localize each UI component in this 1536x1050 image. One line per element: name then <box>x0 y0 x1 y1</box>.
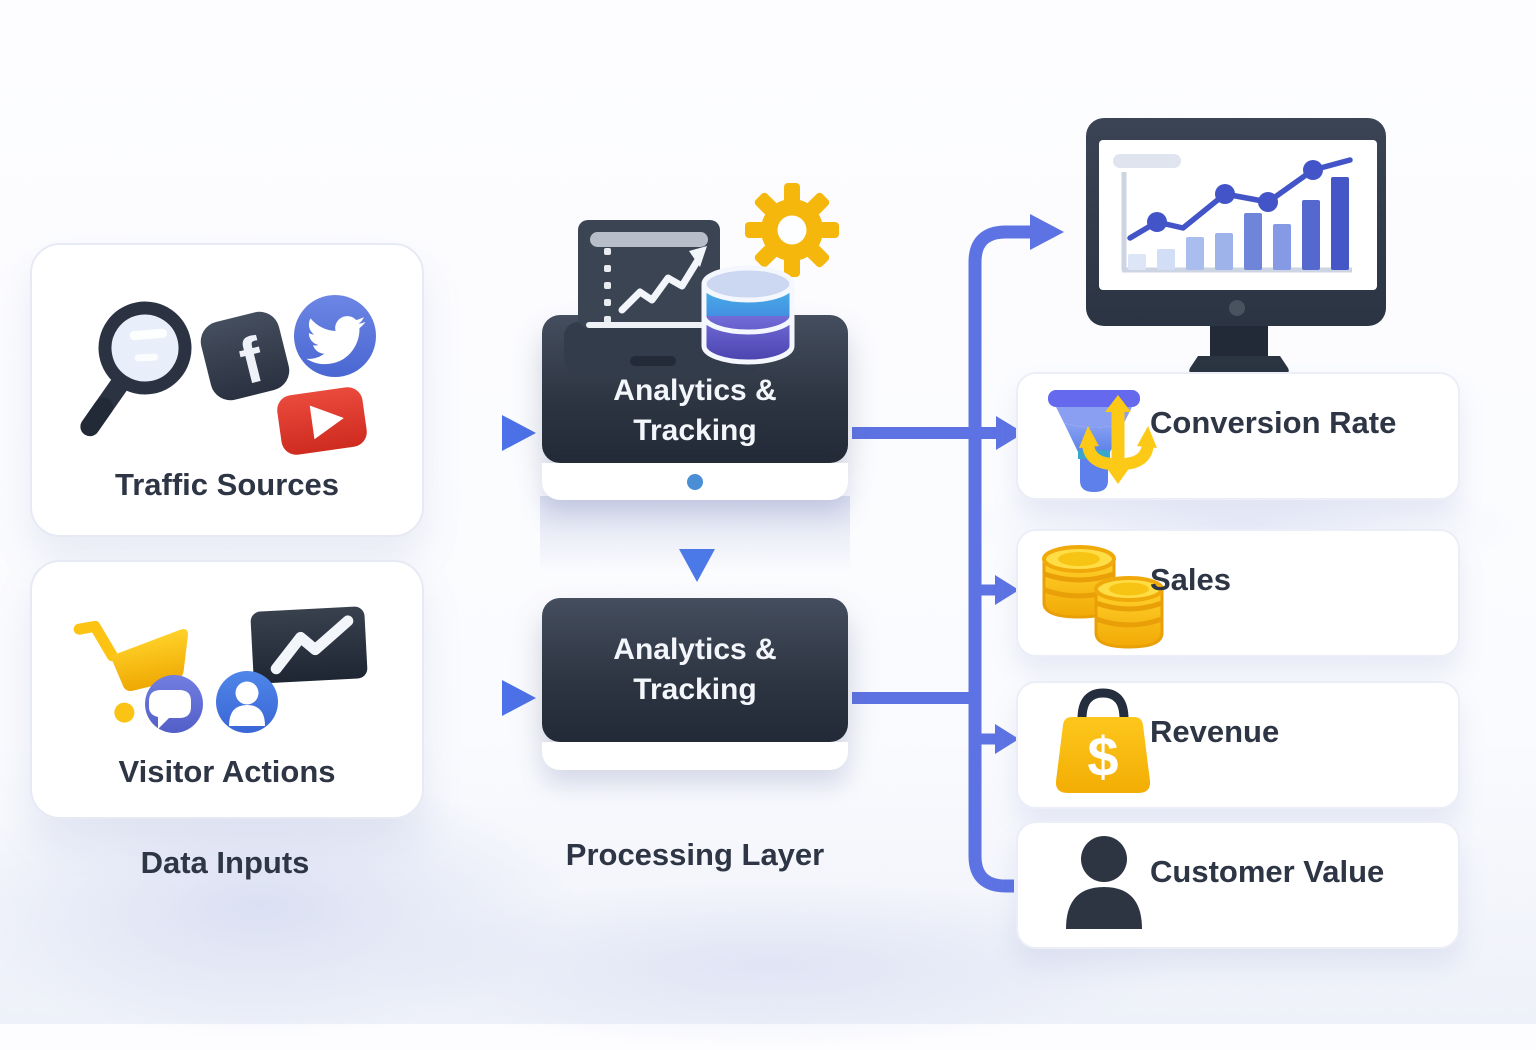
cart-icon <box>73 620 188 723</box>
coin-stack-front <box>1094 576 1164 649</box>
analytics-flow-diagram: f Traffic Sources <box>0 118 1520 1050</box>
envelope-icon <box>250 606 368 684</box>
twitter-icon <box>294 295 376 377</box>
magnifier-icon <box>80 301 192 437</box>
kpi-label: Conversion Rate <box>1150 405 1397 440</box>
monitor-power-dot <box>687 473 703 490</box>
card-title: Traffic Sources <box>115 467 339 502</box>
caption-data-inputs: Data Inputs <box>140 845 310 880</box>
visitor-actions-icons <box>73 606 368 733</box>
mini-bar-line-chart <box>1127 157 1353 270</box>
kpi-label: Sales <box>1150 562 1232 597</box>
arrow-node1-to-node2 <box>679 500 715 582</box>
coins-icon <box>1042 545 1164 649</box>
kpi-label: Customer Value <box>1150 854 1385 889</box>
kpi-card-customer-value: Customer Value <box>1016 821 1460 949</box>
card-visitor-actions: Visitor Actions <box>30 560 424 819</box>
database-icon <box>701 265 795 365</box>
kpi-card-conversion-rate: Conversion Rate <box>1016 372 1460 500</box>
processing-decor-icons <box>564 183 839 374</box>
arrowhead-to-monitor <box>1030 214 1064 250</box>
kpi-card-revenue: $ Revenue <box>1016 681 1460 809</box>
chat-bubble-icon <box>145 675 203 733</box>
monitor-camera-dot <box>1229 300 1245 316</box>
dashboard-monitor-icon <box>1086 118 1386 382</box>
kpi-card-sales: Sales <box>1016 529 1460 657</box>
shopping-bag-dollar-icon: $ <box>1055 688 1151 793</box>
screen-title-pill <box>1113 154 1181 168</box>
person-icon <box>216 671 278 733</box>
traffic-sources-icons: f <box>80 295 376 455</box>
svg-text:$: $ <box>1087 725 1118 788</box>
card-title: Visitor Actions <box>118 754 336 789</box>
node-analytics-tracking-2: Analytics & Tracking <box>542 598 848 742</box>
arrowhead-to-sales <box>981 575 1019 605</box>
node-label: Analytics & Tracking <box>613 374 777 447</box>
down-arrow <box>1079 395 1157 484</box>
arrowhead-to-revenue <box>981 724 1019 754</box>
card-traffic-sources: f Traffic Sources <box>30 243 424 537</box>
funnel-arrow-icon <box>1048 390 1157 492</box>
facebook-icon: f <box>200 311 290 401</box>
youtube-icon <box>277 387 367 455</box>
kpi-label: Revenue <box>1150 714 1280 749</box>
trunk-line <box>968 225 1034 893</box>
laptop-chart-icon <box>564 220 760 374</box>
line-node1-to-conversion <box>852 416 1024 450</box>
node-label: Analytics & Tracking <box>613 633 777 706</box>
customer-icon <box>1066 836 1142 929</box>
node1-base <box>542 463 848 500</box>
node2-base <box>542 742 848 770</box>
arrow-visitor-to-analytics <box>422 680 536 716</box>
arrow-traffic-to-analytics <box>422 415 536 451</box>
caption-processing-layer: Processing Layer <box>565 837 825 872</box>
gear-icon <box>745 183 839 277</box>
